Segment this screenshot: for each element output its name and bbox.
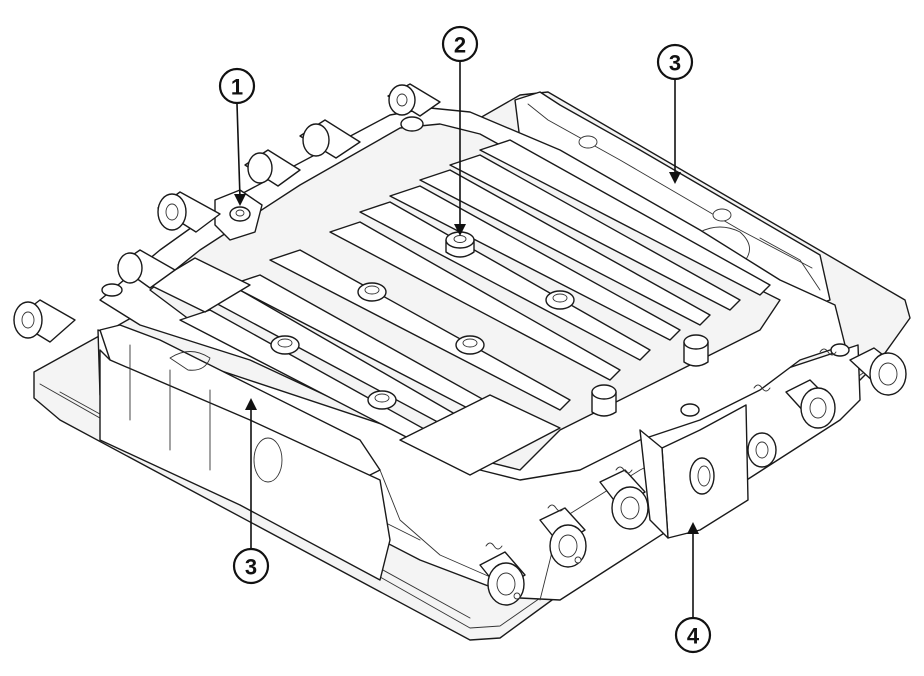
callout-3b: 3 bbox=[232, 547, 270, 585]
callout-1-label: 1 bbox=[231, 75, 243, 100]
fin-group bbox=[179, 139, 771, 471]
antenna-connector bbox=[244, 149, 301, 187]
boss bbox=[455, 335, 485, 355]
antenna-connectors-front bbox=[479, 343, 907, 606]
antenna-connector bbox=[117, 249, 176, 289]
bolt bbox=[400, 116, 424, 132]
antenna-connector bbox=[299, 119, 361, 159]
callout-2: 2 bbox=[441, 25, 479, 63]
label-plate-left bbox=[149, 257, 251, 313]
boss bbox=[357, 282, 387, 302]
bolt bbox=[591, 384, 617, 417]
antenna-connector bbox=[599, 469, 649, 530]
callout-3a-label: 3 bbox=[669, 51, 681, 76]
mounting-flange-left bbox=[99, 324, 391, 581]
bolt bbox=[683, 334, 709, 367]
callout-2-label: 2 bbox=[454, 33, 466, 58]
callout-3a: 3 bbox=[656, 43, 694, 81]
callout-4: 4 bbox=[674, 616, 712, 654]
antenna-connector bbox=[849, 347, 907, 396]
boss bbox=[367, 390, 397, 410]
bolt bbox=[101, 283, 123, 297]
antenna-connector bbox=[539, 507, 587, 568]
boss bbox=[545, 290, 575, 310]
antenna-connector bbox=[13, 299, 76, 343]
bolt bbox=[680, 403, 700, 417]
antenna-symbol-icon bbox=[547, 504, 565, 512]
leader-lines bbox=[234, 62, 699, 617]
heat-sink-fins bbox=[149, 139, 771, 476]
antenna-symbol-icon bbox=[615, 466, 633, 474]
antenna-connector bbox=[747, 432, 777, 468]
antenna-symbol-icon bbox=[485, 542, 503, 550]
antenna-port-symbols bbox=[485, 348, 837, 550]
antenna-connector bbox=[479, 551, 526, 606]
leader-1 bbox=[236, 103, 241, 199]
callout-4-label: 4 bbox=[687, 624, 700, 649]
antenna-connector bbox=[387, 83, 441, 117]
callout-3b-label: 3 bbox=[245, 555, 257, 580]
label-plate-center bbox=[399, 394, 561, 476]
antenna-symbol-icon bbox=[753, 384, 771, 392]
antenna-connector bbox=[157, 191, 221, 233]
boss bbox=[270, 335, 300, 355]
antenna-symbol-icon bbox=[819, 348, 837, 356]
antenna-connector bbox=[785, 379, 836, 429]
antenna-connectors-back bbox=[13, 83, 441, 343]
callout-1: 1 bbox=[218, 67, 256, 105]
mounting-bracket-tab bbox=[639, 404, 749, 539]
